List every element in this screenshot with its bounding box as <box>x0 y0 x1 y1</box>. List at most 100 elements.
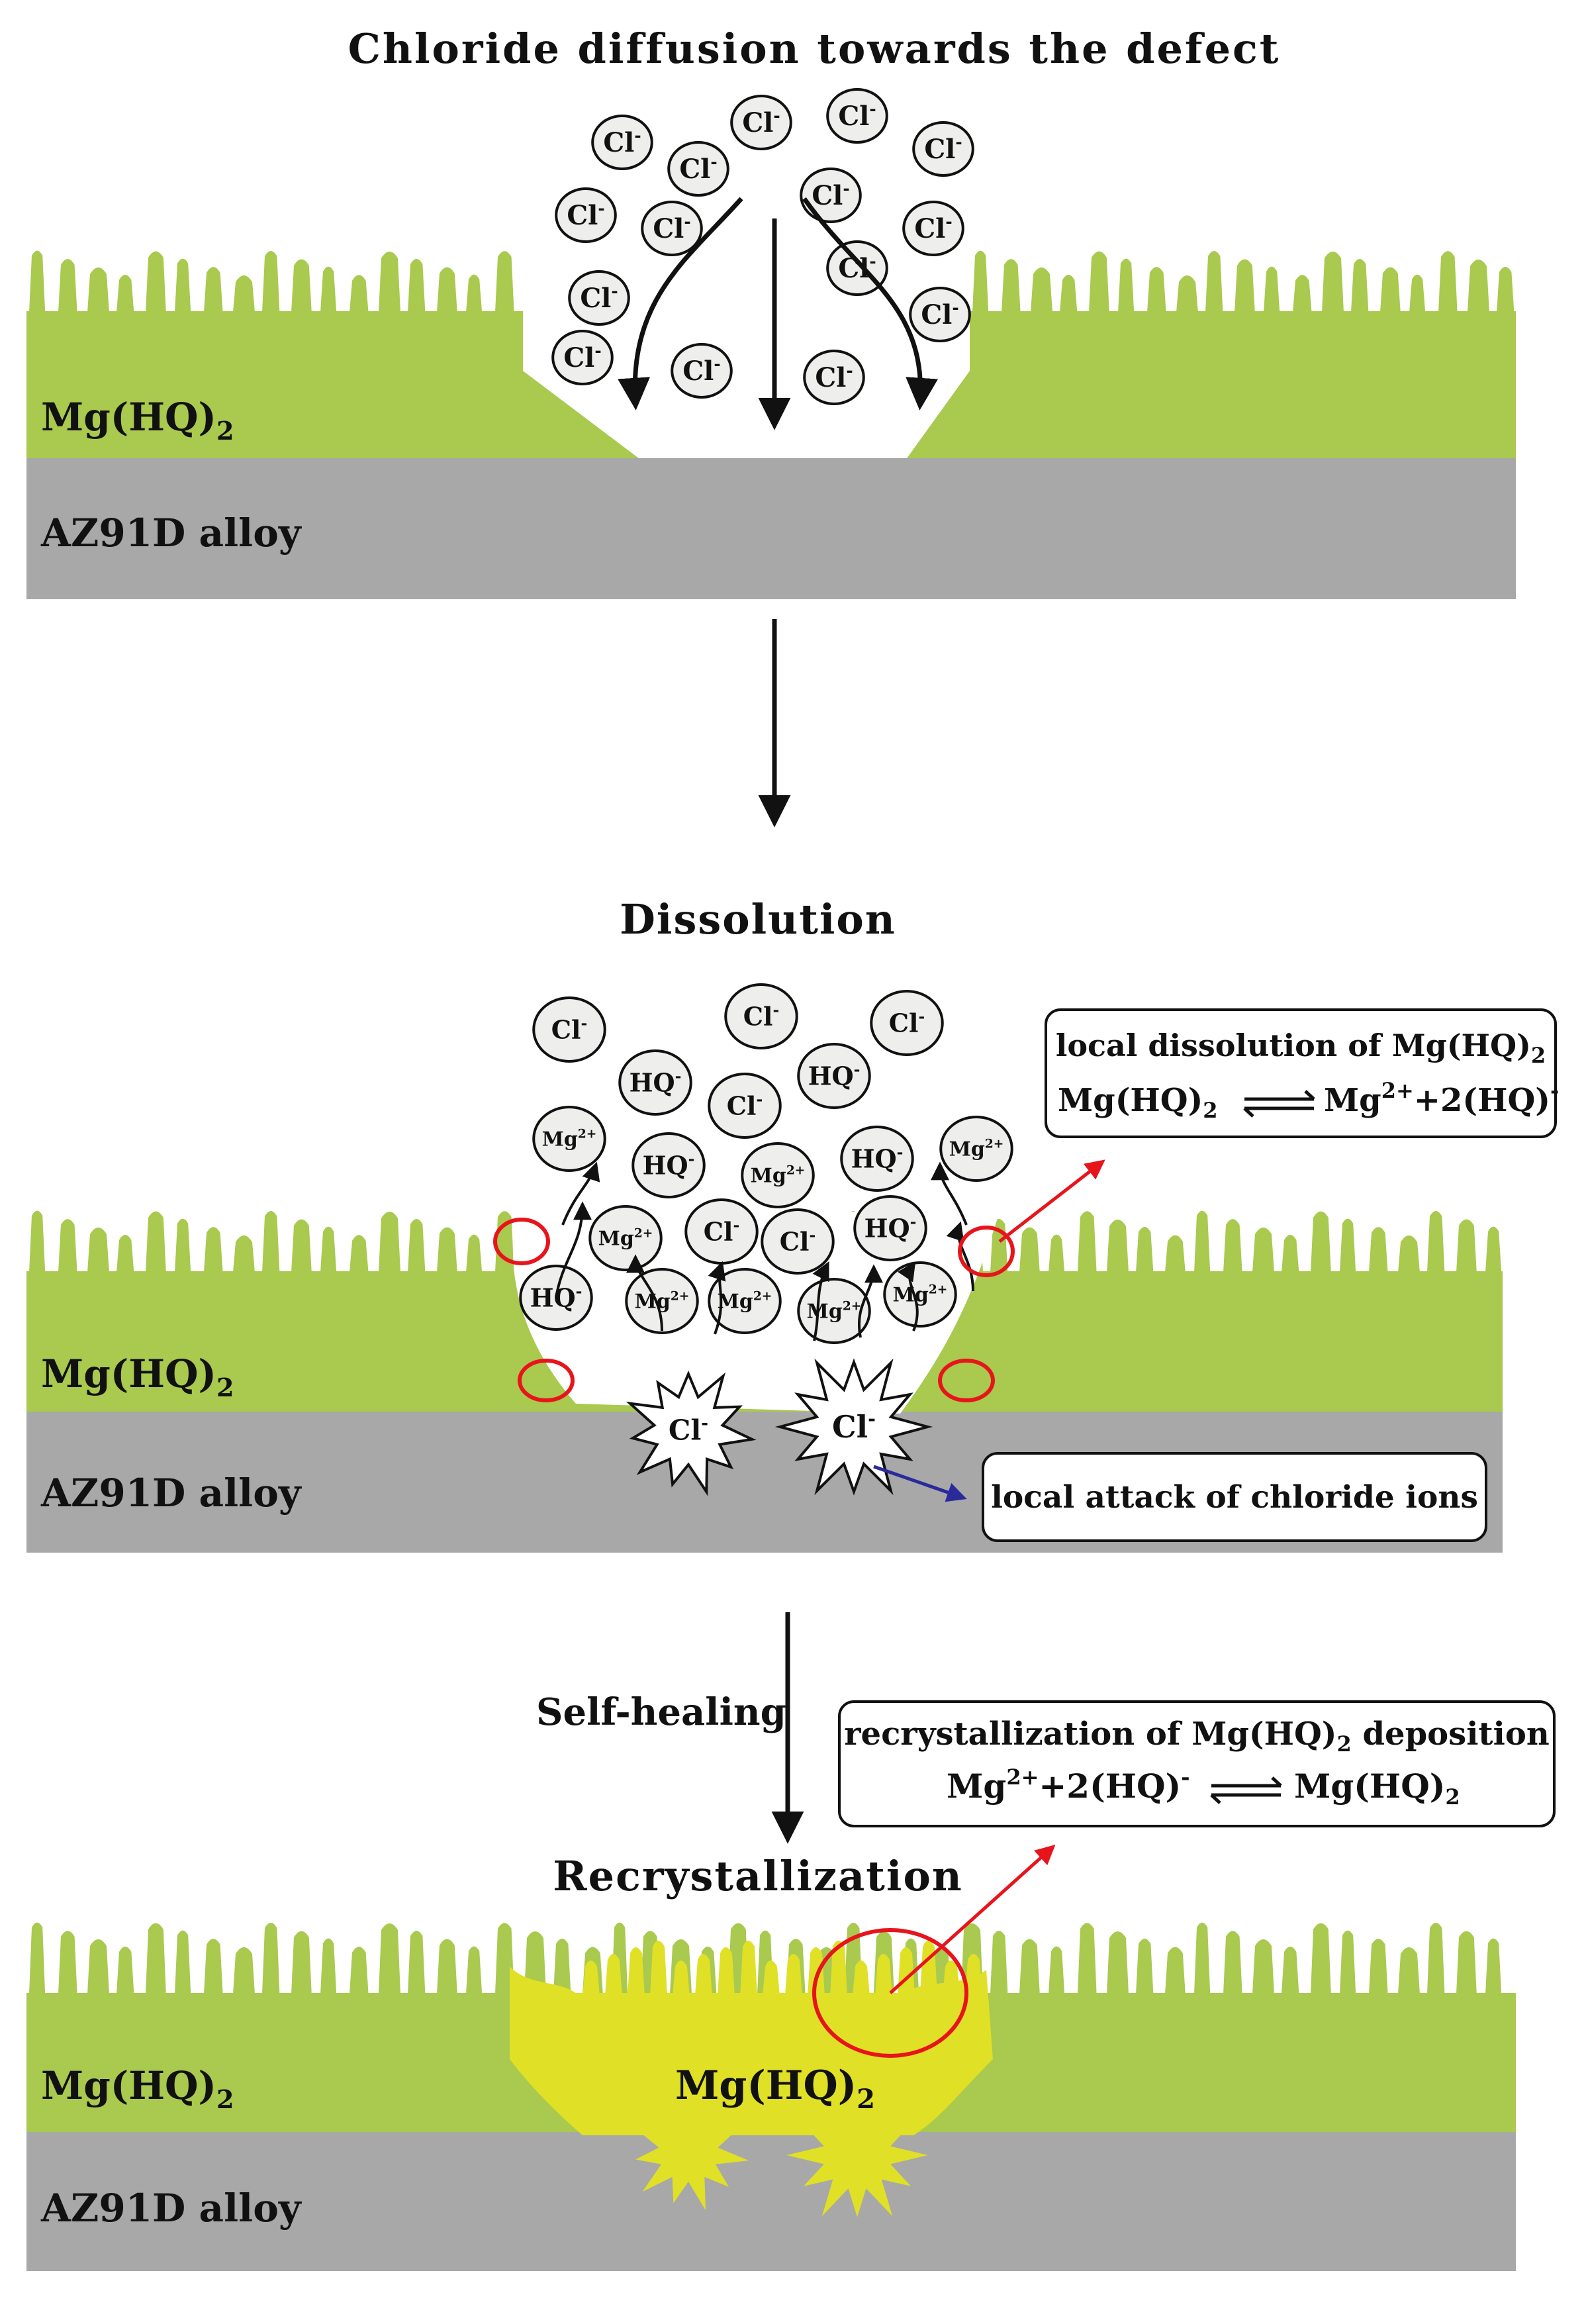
chloride-ion: Cl- <box>870 990 944 1056</box>
dissolution-sites <box>493 1218 1015 1402</box>
chloride-ion: Cl- <box>708 1073 782 1139</box>
chloride-ion-label: Cl- <box>563 341 601 373</box>
hq-ion: HQ- <box>631 1132 706 1198</box>
chloride-ion-shell <box>568 270 630 326</box>
chloride-ion-label: Cl- <box>780 1226 816 1256</box>
coating-layer-1 <box>26 250 1516 458</box>
chloride-ion-label: Cl- <box>580 281 618 314</box>
chloride-ion-label: Cl- <box>682 354 720 387</box>
hq-ion-label: HQ- <box>864 1212 917 1243</box>
equilibrium-arrows-icon <box>1210 1776 1282 1804</box>
chloride-ion: Cl- <box>826 88 888 144</box>
chloride-ion-shell <box>724 983 798 1049</box>
crystal <box>1282 1234 1299 1273</box>
crystal <box>1147 267 1166 313</box>
crystal <box>1369 1939 1388 1994</box>
crystal <box>117 274 134 313</box>
crystal <box>262 1922 280 1994</box>
chloride-ion-shell <box>532 996 606 1063</box>
chloride-ion-label: Cl- <box>914 212 952 244</box>
chloride-ion-label: Cl- <box>743 1000 779 1031</box>
chloride-attack-site-2-shape <box>774 1358 933 1496</box>
crystal <box>1485 1938 1502 1994</box>
crystal <box>466 274 483 313</box>
crystal <box>437 1227 457 1273</box>
alloy-label-1: AZ91D alloy <box>40 510 303 556</box>
crystal <box>1456 1931 1477 1994</box>
crystal <box>350 275 369 313</box>
defect-opening-1 <box>523 311 970 458</box>
chloride-ion-label: Cl- <box>679 152 717 185</box>
crystal <box>291 1219 312 1273</box>
crystal <box>29 1922 46 1994</box>
crystal <box>320 1938 337 1994</box>
crystal <box>495 1923 514 1994</box>
mg-ion-label: Mg2+ <box>542 1128 597 1151</box>
crystal <box>1223 1931 1242 1994</box>
crystal <box>1380 267 1401 313</box>
crystal <box>1351 258 1369 313</box>
chloride-ion: Cl- <box>909 287 971 342</box>
crystal <box>1427 1922 1445 1994</box>
crystal <box>29 250 46 313</box>
crystal <box>146 1211 166 1273</box>
crystal <box>1252 1939 1274 1994</box>
chloride-ion-shell <box>671 343 733 399</box>
healed-crystal <box>605 1954 622 1996</box>
mg-ion: Mg2+ <box>939 1116 1013 1182</box>
crystal <box>1136 1226 1154 1273</box>
crystal <box>1282 1946 1299 1994</box>
crystal <box>175 1930 191 1994</box>
panel-recrystallization: Recrystallization Mg(HQ)2 Mg(HQ)2 AZ91D … <box>26 1700 1556 2271</box>
coating-label-1: Mg(HQ)2 <box>41 395 234 446</box>
hq-ion: HQ- <box>797 1043 871 1109</box>
crystal <box>408 1218 426 1273</box>
mg-ion: Mg2+ <box>625 1268 699 1334</box>
chloride-ion-label: Cl- <box>727 1090 763 1120</box>
mg-ion: Mg2+ <box>883 1261 957 1328</box>
hq-ion-label: HQ- <box>808 1060 861 1090</box>
chloride-ion: Cl- <box>667 141 729 197</box>
crystal <box>1089 251 1109 313</box>
crystal <box>204 1227 223 1273</box>
healed-crystal <box>853 1961 870 1996</box>
crystal <box>1398 1947 1420 1994</box>
hq-ion-shell <box>631 1132 706 1198</box>
crystal <box>1398 1235 1420 1273</box>
alloy-layer-3 <box>26 2131 1516 2271</box>
hq-ion: HQ- <box>618 1049 692 1116</box>
chloride-ion-label: Cl- <box>704 1216 739 1246</box>
healed-crystal <box>695 1954 712 1996</box>
chloride-ion: Cl- <box>684 1198 759 1265</box>
dissolution-callout-title: local dissolution of Mg(HQ)2 <box>1056 1028 1546 1068</box>
crystal <box>350 1235 369 1273</box>
healed-crystal <box>920 1941 937 1996</box>
healed-crystal <box>830 1941 847 1996</box>
chloride-ion: Cl- <box>551 330 614 385</box>
crystal <box>117 1234 134 1273</box>
chloride-ion-shell <box>761 1208 835 1275</box>
crystal <box>1019 1227 1040 1273</box>
chloride-ion-shell <box>870 990 944 1056</box>
recrystallization-callout-arrow <box>889 1844 1056 1994</box>
chloride-attack-site-1-shape <box>626 1370 757 1496</box>
healed-pit-1 <box>633 2098 749 2211</box>
crystal <box>1340 1218 1356 1273</box>
crystal <box>1194 1922 1211 1994</box>
crystal <box>553 1938 571 1994</box>
crystal <box>233 275 255 313</box>
self-healing-label: Self-healing <box>536 1690 786 1734</box>
equilibrium-arrows-icon <box>1243 1090 1315 1118</box>
healed-crystal <box>628 1947 645 1996</box>
mg-ion: Mg2+ <box>532 1106 606 1172</box>
crystal <box>233 1947 255 1994</box>
chloride-ion: Cl- <box>724 983 798 1049</box>
chloride-ion-label: Cl- <box>567 199 604 231</box>
dissolution-site-1 <box>493 1218 550 1265</box>
chloride-ion: Cl- <box>826 240 888 296</box>
chloride-ion-shell <box>641 201 703 256</box>
dissolution-equation-right: Mg2++2(HQ)- <box>1324 1078 1559 1119</box>
dissolution-site-2 <box>518 1359 575 1402</box>
chloride-ion: Cl- <box>532 996 606 1063</box>
attack-callout-text: local attack of chloride ions <box>991 1479 1478 1516</box>
